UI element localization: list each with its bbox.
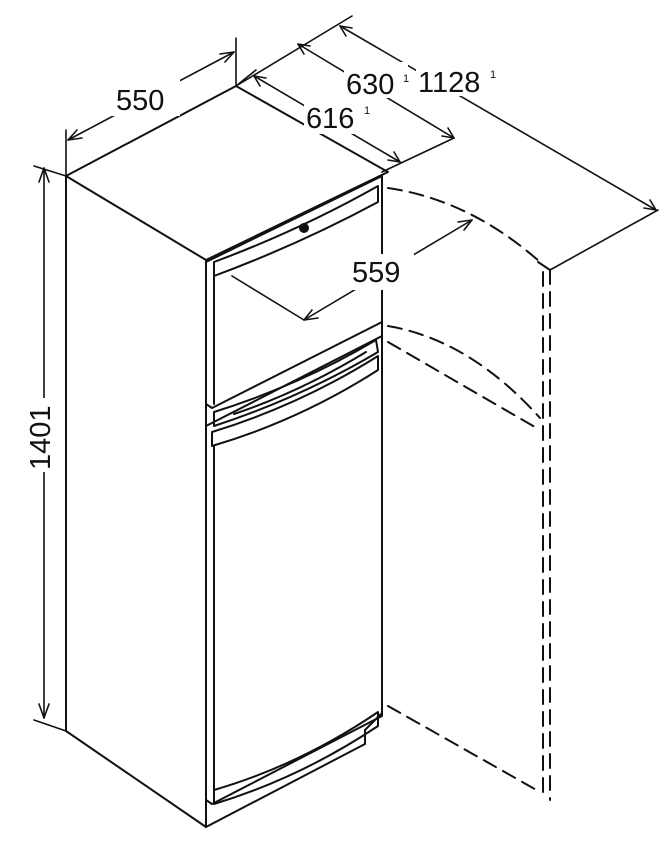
width-label: 550	[116, 85, 164, 117]
door-width-ext	[231, 275, 305, 321]
width-arrow-left	[67, 129, 83, 141]
dimension-lines	[33, 15, 659, 732]
depth-total-label: 630	[346, 69, 394, 101]
height-label: 1401	[25, 405, 57, 470]
fridge-door	[205, 335, 383, 805]
depth-open-label-bg	[416, 60, 498, 96]
fridge-door-top-band	[211, 355, 379, 447]
depth-body-note: 1	[364, 105, 370, 117]
freezer-door	[205, 175, 383, 427]
height-arrow-bottom	[38, 703, 50, 719]
depth-total-arrow-b	[441, 127, 455, 139]
fridge-swing-lower	[387, 705, 541, 793]
door-width-arrow-a	[303, 309, 319, 321]
height-ext-bottom	[33, 719, 67, 732]
width-label-bg	[112, 80, 180, 116]
depth-body-label-bg	[304, 98, 368, 134]
freezer-door-outline	[205, 175, 383, 409]
depth-total-label-bg	[344, 62, 408, 98]
height-arrow-top	[38, 167, 50, 183]
depth-open-note: 1	[490, 69, 496, 81]
freezer-swing-lower	[387, 341, 541, 431]
depth-open-label: 1128	[418, 67, 480, 99]
door-width-arrow-b	[457, 219, 473, 231]
depth-body-label: 616	[306, 103, 354, 135]
freezer-handle-grip	[233, 351, 367, 415]
fridge-door-outline	[205, 335, 383, 805]
depth-total-ext	[381, 137, 455, 173]
depth-open-arrow-b	[643, 199, 657, 211]
height-label-bg	[22, 398, 56, 472]
freezer-door-knob	[299, 223, 309, 233]
fridge-left-side	[65, 175, 207, 828]
door-width-label: 559	[352, 257, 400, 289]
width-arrow-right	[219, 51, 235, 63]
height-ext-top	[33, 165, 67, 177]
depth-body-arrow-b	[387, 151, 401, 163]
depth-open-ext-top	[235, 15, 353, 87]
dimension-labels: 550 630 1 1128 1 616 1 559 1401	[22, 60, 498, 472]
open-door-top-edge	[537, 261, 551, 271]
depth-body-arrow-a	[253, 75, 267, 87]
door-swing-outline	[387, 187, 551, 801]
depth-open-arrow-a	[339, 25, 353, 37]
depth-open-dim-line	[339, 25, 657, 211]
freezer-door-top-band	[213, 185, 379, 277]
depth-total-note: 1	[403, 73, 409, 85]
fridge-swing-arc	[387, 325, 541, 419]
depth-open-ext-right	[549, 209, 659, 271]
freezer-handle	[213, 339, 379, 427]
door-width-label-bg	[350, 254, 414, 290]
fridge-door-bottom-band	[213, 711, 379, 805]
